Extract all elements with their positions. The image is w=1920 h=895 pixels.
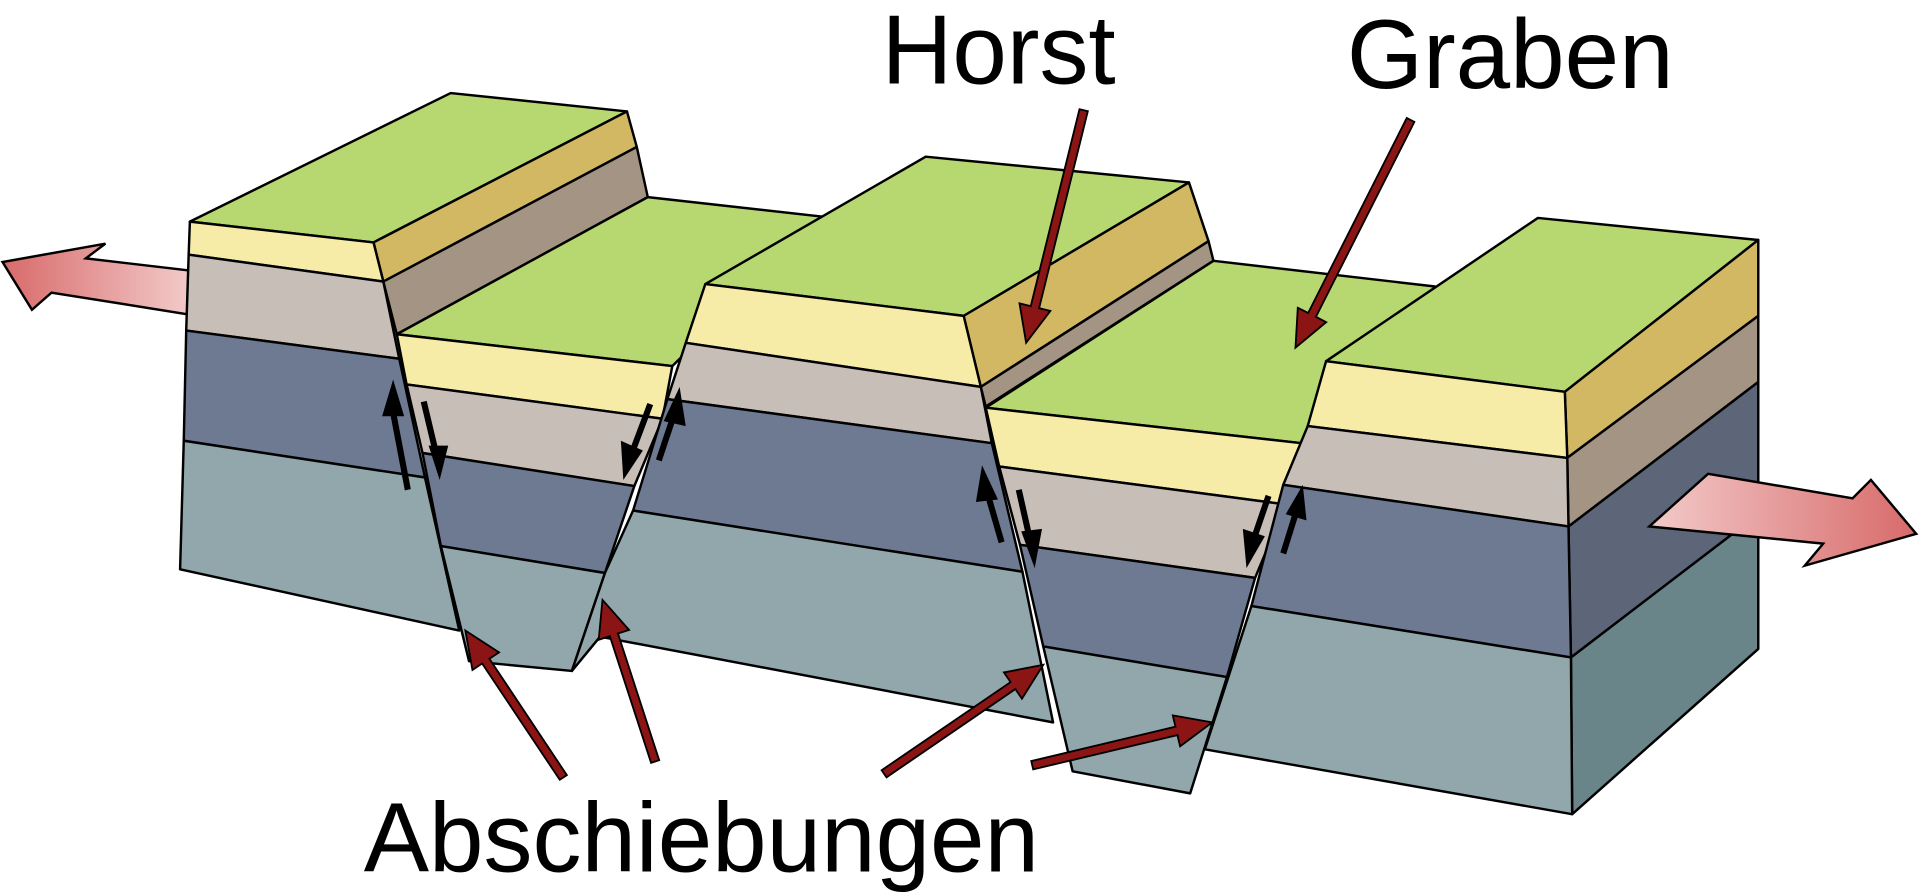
label-graben: Graben [1347,0,1674,109]
fault-pointer-arrow [1030,714,1215,771]
fault-pointer-arrow [464,628,569,782]
fault-block-left [178,91,650,632]
displacement-arrows [382,379,1307,569]
pointer-arrows [464,108,1416,782]
label-faults: Abschiebungen [364,783,1039,893]
fault-pointer-arrow [880,663,1046,779]
label-horst: Horst [882,0,1116,104]
horst-pointer-arrow [1018,108,1089,346]
fault-pointer-arrow [597,597,661,765]
extension-arrow-right [1646,472,1919,568]
extension-arrow-left [0,242,192,317]
graben-block-left [395,195,825,673]
graben-pointer-arrow [1294,116,1416,350]
